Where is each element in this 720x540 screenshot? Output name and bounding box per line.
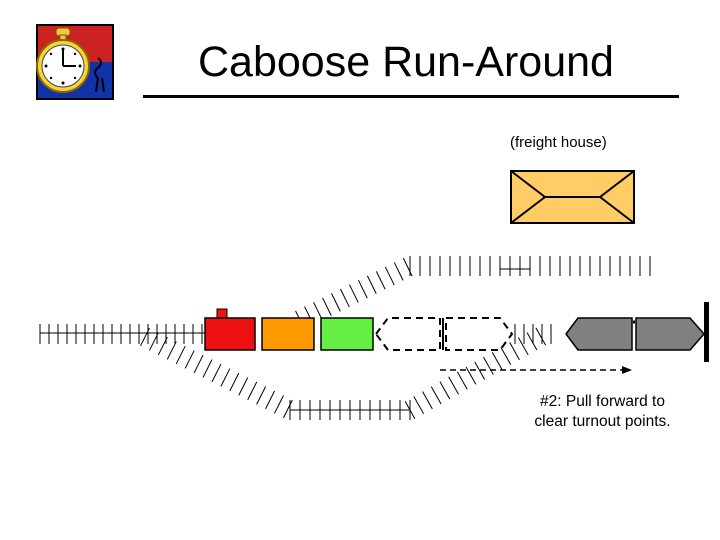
track-tie xyxy=(265,390,275,410)
track-tie xyxy=(402,257,413,277)
step-note-line-1: #2: Pull forward to xyxy=(540,393,665,410)
track-tie xyxy=(193,354,204,374)
previous-position-outline xyxy=(374,317,514,351)
track-tie xyxy=(331,293,341,312)
track-tie xyxy=(357,279,368,299)
track-tie xyxy=(340,288,350,308)
boxcar-orange xyxy=(261,317,315,351)
track-tie xyxy=(526,332,538,351)
track-tie xyxy=(274,395,284,414)
track-bumper xyxy=(704,302,709,362)
track-tie xyxy=(220,368,231,387)
track-tie xyxy=(456,371,468,390)
track-tie xyxy=(430,386,442,405)
step-note: #2: Pull forward to clear turnout points… xyxy=(515,392,690,432)
track-tie xyxy=(448,376,459,395)
step-note-line-2: clear turnout points. xyxy=(534,413,671,430)
title-underline xyxy=(143,95,679,98)
track-tie xyxy=(322,297,332,316)
track-tie xyxy=(140,327,150,347)
track-tie xyxy=(247,381,258,401)
stopwatch-icon xyxy=(36,24,114,100)
track-ties xyxy=(39,256,651,420)
track-tie xyxy=(184,350,195,369)
track-tie xyxy=(375,271,386,290)
track-tie xyxy=(175,345,186,365)
track-tie xyxy=(465,366,477,385)
track-rails xyxy=(40,268,530,411)
track-tie xyxy=(491,351,503,370)
track-tie xyxy=(535,327,547,346)
track-tie xyxy=(474,361,486,380)
track-tie xyxy=(483,356,494,375)
track-tie xyxy=(413,396,425,415)
track-tie xyxy=(238,377,249,396)
track-tie xyxy=(229,372,240,392)
page-title: Caboose Run-Around xyxy=(198,38,614,86)
track-tie xyxy=(166,341,177,360)
track-tie xyxy=(500,347,512,365)
track-tie xyxy=(256,386,267,405)
track-tie xyxy=(148,332,159,351)
track-tie xyxy=(211,363,222,383)
track-tie xyxy=(422,391,433,410)
track-tie xyxy=(282,399,293,419)
track-tie xyxy=(384,266,395,286)
track-tie xyxy=(366,275,377,294)
track-tie xyxy=(157,336,168,356)
track-tie xyxy=(313,301,323,321)
track-tie xyxy=(517,337,529,356)
move-arrow xyxy=(440,366,632,374)
freight-house-label: (freight house) xyxy=(510,134,607,151)
freight-house xyxy=(510,170,635,224)
track-tie xyxy=(509,342,520,361)
track-tie xyxy=(202,359,213,378)
caboose xyxy=(204,308,256,351)
track-tie xyxy=(349,284,359,303)
track-tie xyxy=(439,381,451,400)
boxcar-green xyxy=(320,317,374,351)
track-tie xyxy=(393,262,404,281)
locomotive xyxy=(565,317,705,351)
